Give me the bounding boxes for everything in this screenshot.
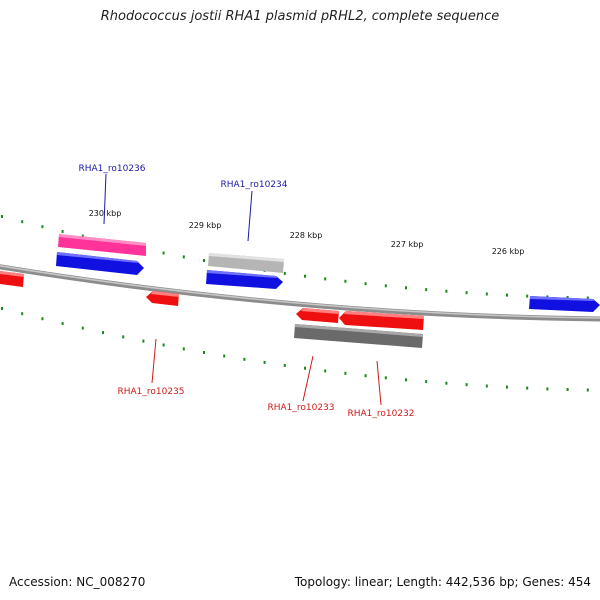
scale-minor-tick (506, 385, 508, 389)
scale-minor-tick (445, 289, 448, 293)
scale-minor-tick (425, 380, 428, 384)
scale-minor-tick (566, 296, 569, 299)
scale-minor-tick (304, 366, 306, 370)
gene-feature-ro10232[interactable] (339, 311, 424, 330)
gene-label-ro10236[interactable]: RHA1_ro10236 (78, 164, 145, 174)
scale-minor-tick (1, 215, 3, 218)
map-title: Rhodococcus jostii RHA1 plasmid pRHL2, c… (100, 9, 500, 24)
scale-minor-tick (364, 374, 367, 378)
scale-label-226: 226 kbp (492, 247, 525, 256)
gene-feature-reverse-left[interactable] (0, 271, 24, 287)
scale-minor-tick (162, 251, 165, 255)
gene-feature-ro10236-highlight[interactable] (58, 234, 146, 256)
scale-minor-tick (485, 292, 488, 296)
scale-minor-tick (1, 307, 3, 310)
scale-minor-tick (324, 277, 327, 281)
gene-label-ro10235[interactable]: RHA1_ro10235 (117, 387, 184, 397)
scale-minor-tick (344, 279, 347, 283)
scale-label-230: 230 kbp (89, 209, 122, 218)
backbone-line (0, 264, 600, 322)
scale-minor-tick (81, 234, 84, 238)
leader-line-ro10232 (376, 360, 382, 406)
scale-minor-tick (506, 293, 508, 297)
scale-minor-tick (243, 357, 246, 361)
scale-minor-tick (203, 351, 205, 354)
scale-minor-tick (364, 282, 367, 286)
leader-line-ro10236 (103, 173, 107, 225)
scale-minor-tick (465, 291, 468, 295)
gene-feature-forward-right[interactable] (529, 296, 600, 312)
scale-minor-tick (445, 381, 448, 385)
scale-minor-tick (21, 312, 24, 316)
scale-minor-tick (526, 386, 529, 390)
scale-minor-tick (405, 378, 407, 382)
scale-minor-tick (384, 284, 387, 288)
gene-label-ro10232[interactable]: RHA1_ro10232 (347, 409, 414, 419)
gene-feature-ro10234[interactable] (208, 253, 284, 273)
scale-minor-tick (182, 255, 185, 259)
scale-label-227: 227 kbp (391, 240, 424, 249)
scale-minor-tick (526, 294, 529, 298)
scale-dots-inner (1, 307, 589, 392)
scale-minor-tick (61, 230, 64, 233)
sequence-summary: Topology: linear; Length: 442,536 bp; Ge… (294, 575, 591, 589)
scale-minor-tick (283, 271, 286, 275)
gene-feature-ro10235[interactable] (146, 291, 179, 306)
gene-feature-forward-1[interactable] (56, 252, 144, 275)
scale-minor-tick (81, 326, 84, 330)
gene-label-ro10233[interactable]: RHA1_ro10233 (267, 403, 334, 413)
scale-minor-tick (61, 322, 64, 325)
scale-minor-tick (102, 331, 104, 335)
scale-minor-tick (586, 388, 589, 392)
gene-label-ro10234[interactable]: RHA1_ro10234 (220, 180, 287, 190)
gene-feature-grey-inner[interactable] (294, 324, 423, 348)
scale-label-228: 228 kbp (290, 231, 323, 240)
scale-minor-tick (122, 335, 125, 339)
leader-line-ro10233 (302, 355, 314, 402)
scale-minor-tick (344, 371, 347, 375)
scale-minor-tick (41, 225, 44, 229)
scale-minor-tick (384, 376, 387, 380)
scale-minor-tick (142, 339, 145, 343)
scale-minor-tick (586, 296, 589, 300)
scale-minor-tick (41, 317, 44, 321)
scale-minor-tick (203, 259, 205, 262)
scale-label-229: 229 kbp (189, 221, 222, 230)
scale-minor-tick (485, 384, 488, 388)
scale-minor-tick (283, 363, 286, 367)
scale-minor-tick (162, 343, 165, 347)
scale-minor-tick (566, 388, 569, 391)
scale-minor-tick (304, 274, 306, 278)
gene-feature-forward-2[interactable] (206, 270, 283, 289)
scale-minor-tick (182, 347, 185, 351)
leader-line-ro10235 (151, 338, 157, 384)
scale-minor-tick (465, 383, 468, 387)
scale-minor-tick (405, 286, 407, 290)
scale-minor-tick (21, 220, 24, 224)
scale-minor-tick (425, 288, 428, 292)
scale-minor-tick (324, 369, 327, 373)
scale-minor-tick (263, 360, 266, 364)
accession-text: Accession: NC_008270 (9, 575, 146, 589)
gene-feature-ro10233[interactable] (296, 308, 339, 323)
scale-minor-tick (546, 387, 549, 391)
scale-minor-tick (223, 354, 226, 358)
leader-line-ro10234 (247, 190, 253, 242)
